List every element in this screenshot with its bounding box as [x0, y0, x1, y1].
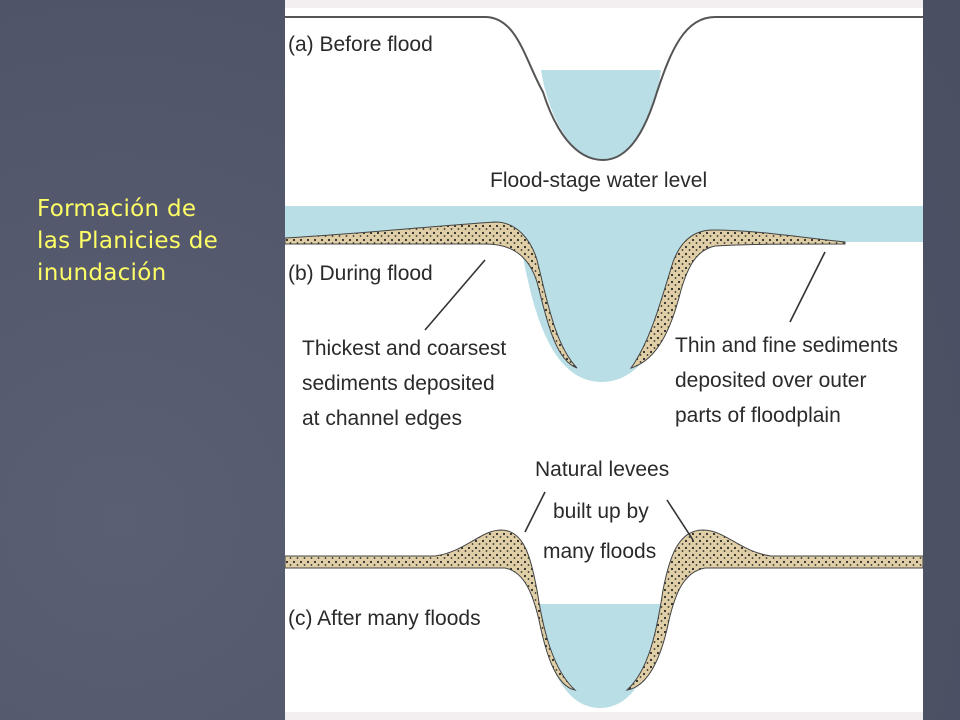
diagram-svg: (a) Before flood Flood-stage water level… — [285, 0, 923, 720]
slide-title-line-1: Formación de — [37, 196, 197, 222]
leader-line-levee-right — [666, 499, 694, 541]
sediment-right-c — [625, 529, 923, 691]
label-thin-line-1: Thin and fine sediments — [675, 334, 898, 357]
channel-water-a — [541, 70, 661, 160]
leader-line-left — [424, 259, 486, 331]
bottom-band — [285, 712, 923, 720]
label-before-flood: (a) Before flood — [288, 33, 433, 56]
label-thin-line-2: deposited over outer — [675, 369, 866, 392]
floodplain-diagram: (a) Before flood Flood-stage water level… — [285, 0, 923, 720]
panel-c-after-floods — [285, 491, 923, 708]
label-after-floods: (c) After many floods — [288, 607, 481, 630]
slide-title-line-2: las Planicies de — [37, 228, 219, 254]
panel-b-during-flood — [285, 206, 923, 382]
slide-title: Formación de las Planicies de inundación — [37, 193, 277, 289]
label-levees-line-3: many floods — [543, 540, 656, 563]
panel-a-before-flood — [285, 16, 923, 162]
sediment-right-b — [629, 229, 846, 369]
ground-profile-a — [285, 16, 923, 162]
leader-line-right — [789, 251, 826, 323]
top-band — [285, 0, 923, 8]
label-thin-line-3: parts of floodplain — [675, 404, 841, 427]
label-levees-line-1: Natural levees — [535, 458, 669, 481]
label-thick-line-2: sediments deposited — [302, 372, 495, 395]
label-thick-line-1: Thickest and coarsest — [302, 337, 506, 360]
sediment-left-b — [285, 221, 578, 369]
sediment-left-c — [285, 529, 577, 691]
leader-line-levee-left — [524, 491, 546, 533]
label-during-flood: (b) During flood — [288, 262, 433, 285]
slide-title-line-3: inundación — [37, 260, 167, 286]
label-thick-line-3: at channel edges — [302, 407, 462, 430]
label-levees-line-2: built up by — [553, 500, 649, 523]
label-flood-stage: Flood-stage water level — [490, 169, 707, 192]
channel-water-c — [537, 604, 663, 708]
